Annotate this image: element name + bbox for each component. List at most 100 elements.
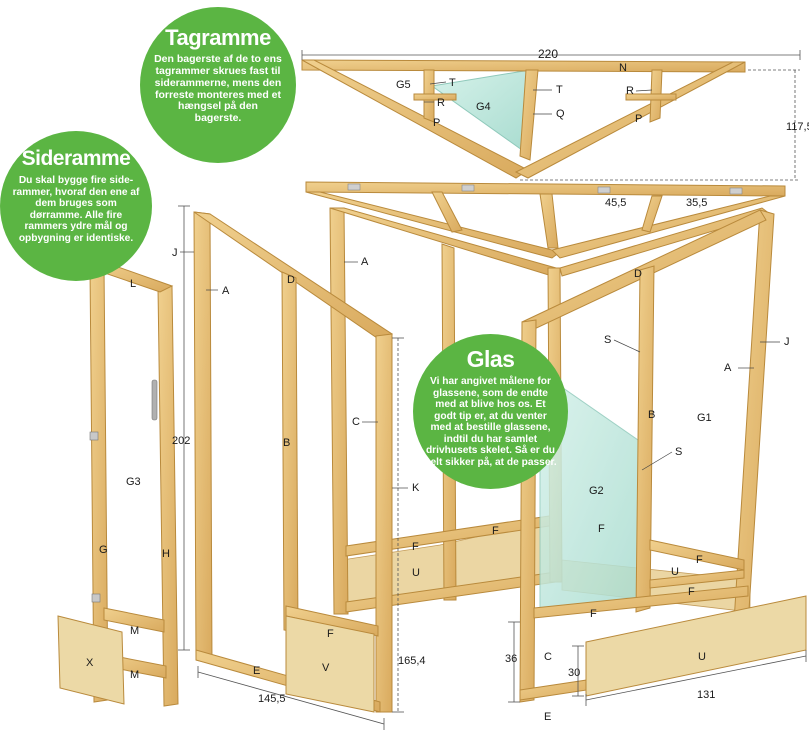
left-label-e: E xyxy=(253,665,260,677)
tagramme-callout: Tagramme Den bagerste af de to ens tagra… xyxy=(140,7,296,163)
right-label-b: B xyxy=(648,409,655,421)
tagramme-title: Tagramme xyxy=(165,25,271,50)
hinge-4 xyxy=(729,187,743,195)
left-label-b: B xyxy=(283,437,290,449)
left-mid-b xyxy=(281,271,299,633)
roof-label-t1: T xyxy=(449,77,456,89)
left-label-v: V xyxy=(322,662,330,674)
right-label-f5: F xyxy=(590,608,597,620)
door-handle xyxy=(151,379,158,421)
left-label-k: K xyxy=(412,482,420,494)
door-hinge-2 xyxy=(91,593,101,603)
right-dimensions xyxy=(508,621,807,706)
left-dimensions xyxy=(178,205,404,730)
left-post-a xyxy=(193,211,213,665)
back-label-f: F xyxy=(412,541,419,553)
door-rail-m1 xyxy=(103,607,165,633)
dim-220: 220 xyxy=(538,47,558,61)
door-hinge-1 xyxy=(89,431,99,441)
right-label-d: D xyxy=(634,268,642,280)
roof-lower-strut-3 xyxy=(641,195,663,233)
right-label-g1: G1 xyxy=(697,412,712,424)
left-side-frame xyxy=(193,211,393,713)
glas-title: Glas xyxy=(466,346,515,372)
dim-117-5: 117,5 xyxy=(786,121,809,133)
hinge-1 xyxy=(347,183,361,191)
right-label-u1: U xyxy=(671,566,679,578)
right-label-g2: G2 xyxy=(589,485,604,497)
roof-post-center xyxy=(519,69,539,161)
right-rail-f-u xyxy=(649,569,745,589)
door-label-l: L xyxy=(130,278,136,290)
roof-lower-strut-2 xyxy=(539,193,559,249)
labels: 220 117,5 45,5 35,5 G5 T R G4 T N R Q P … xyxy=(86,47,809,723)
left-label-f: F xyxy=(327,628,334,640)
roof-label-q: Q xyxy=(556,108,565,120)
door-label-g: G xyxy=(99,544,108,556)
leader-lines xyxy=(180,81,780,489)
roof-label-g5: G5 xyxy=(396,79,411,91)
roof-label-r1: R xyxy=(437,97,445,109)
sideramme-callout: Sideramme Du skal bygge fire side-rammer… xyxy=(0,131,152,281)
right-label-f3: F xyxy=(696,554,703,566)
back-post-left xyxy=(329,207,349,615)
dim-145-5: 145,5 xyxy=(258,693,286,705)
roof-rail-n xyxy=(301,59,746,73)
right-label-f2: F xyxy=(598,523,605,535)
door-label-m2: M xyxy=(130,669,139,681)
dim-36: 36 xyxy=(505,653,517,665)
right-label-j: J xyxy=(784,336,790,348)
right-label-c: C xyxy=(544,651,552,663)
roof-label-p1: P xyxy=(433,117,440,129)
right-label-s2: S xyxy=(675,446,682,458)
dim-30: 30 xyxy=(568,667,580,679)
sideramme-text: Du skal bygge fire side-rammer, hvoraf d… xyxy=(12,175,140,244)
door-label-m1: M xyxy=(130,625,139,637)
back-label-a: A xyxy=(361,256,369,268)
left-label-d: D xyxy=(287,274,295,286)
hinge-2 xyxy=(461,184,475,192)
glas-text: Vi har angivet målene for glassene, som … xyxy=(424,376,557,468)
roof-cross-r-left xyxy=(413,93,457,101)
roof-label-t2: T xyxy=(556,84,563,96)
dim-202: 202 xyxy=(172,435,190,447)
dim-165-4: 165,4 xyxy=(398,655,426,667)
roof-lower-strut-1 xyxy=(431,191,463,233)
door-label-j: J xyxy=(172,247,178,259)
dim-35-5: 35,5 xyxy=(686,197,707,209)
roof-frame-bottom xyxy=(305,181,786,259)
door-post-h xyxy=(157,285,179,707)
roof-label-p2: P xyxy=(635,113,642,125)
right-label-f1: F xyxy=(492,525,499,537)
door-frame xyxy=(57,261,179,707)
roof-lower-right xyxy=(551,195,786,259)
door-label-x: X xyxy=(86,657,94,669)
left-label-a: A xyxy=(222,285,230,297)
roof-label-r2: R xyxy=(626,85,634,97)
right-label-f4: F xyxy=(688,586,695,598)
back-label-u: U xyxy=(412,567,420,579)
right-mid-b xyxy=(635,265,655,613)
hinge-3 xyxy=(597,186,611,194)
left-label-c: C xyxy=(352,416,360,428)
door-label-h: H xyxy=(162,548,170,560)
right-label-a: A xyxy=(724,362,732,374)
right-label-e: E xyxy=(544,711,551,723)
roof-label-g4: G4 xyxy=(476,101,491,113)
right-label-s1: S xyxy=(604,334,611,346)
dim-131: 131 xyxy=(697,689,715,701)
plank-u-right xyxy=(585,595,807,697)
plank-x xyxy=(57,615,125,705)
plank-v xyxy=(285,615,375,713)
sideramme-title: Sideramme xyxy=(21,147,131,170)
tagramme-text: Den bagerste af de to ens tagrammer skru… xyxy=(154,53,282,125)
left-rail-f xyxy=(285,605,379,637)
roof-cross-r-right xyxy=(625,93,677,101)
roof-label-n: N xyxy=(619,62,627,74)
roof-rafter-right xyxy=(514,61,746,179)
right-label-u2: U xyxy=(698,651,706,663)
roof-frame-top xyxy=(301,59,746,179)
roof-dimensions xyxy=(301,50,801,181)
